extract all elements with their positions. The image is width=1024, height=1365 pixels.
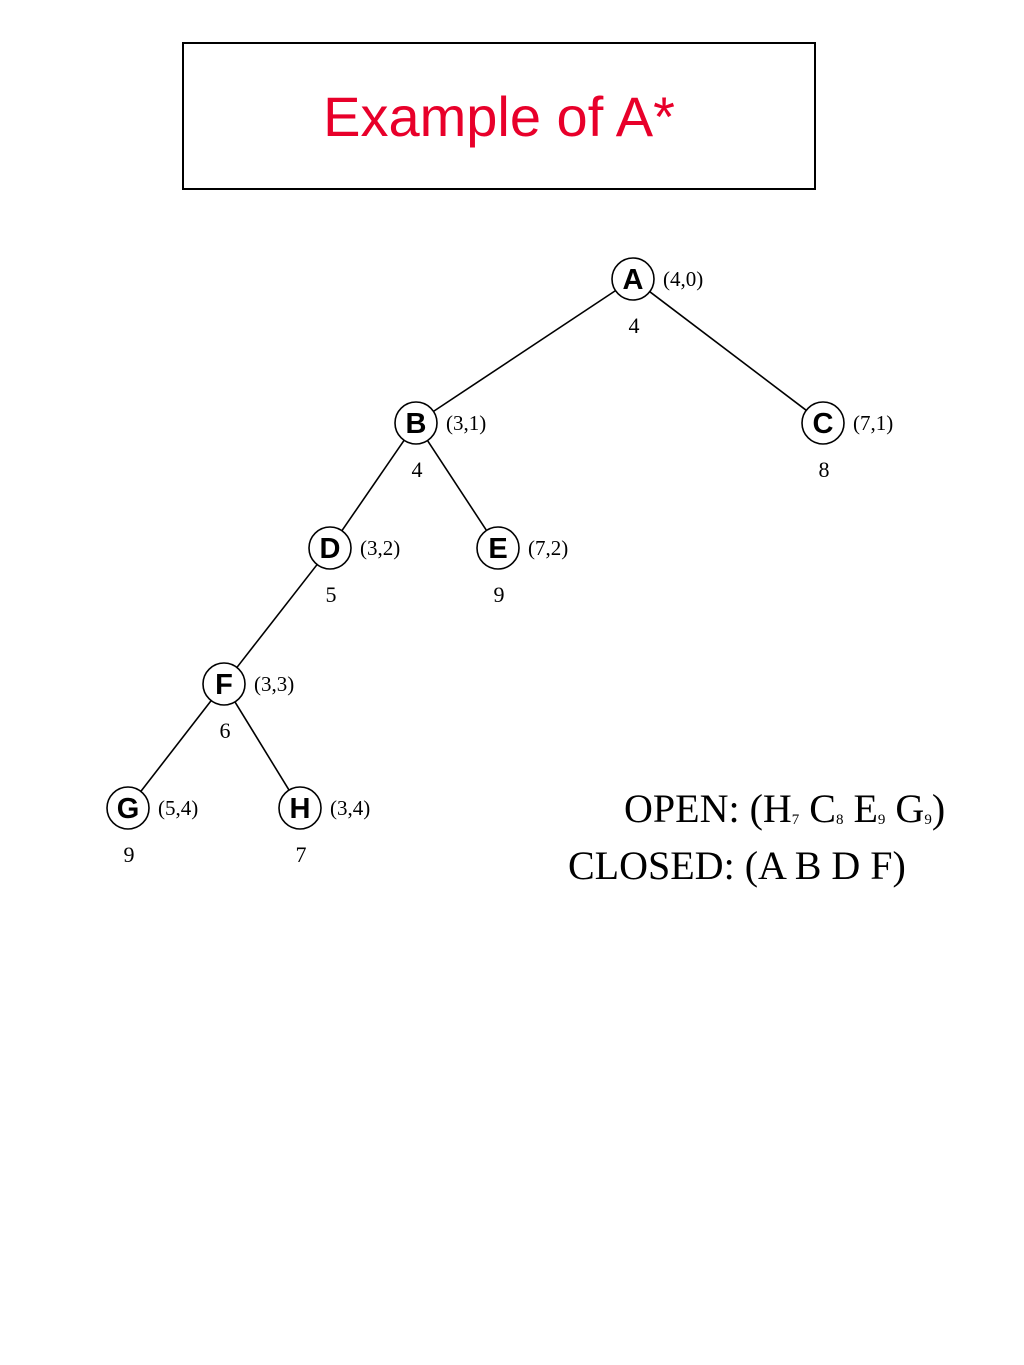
open-item: E9 xyxy=(853,786,886,831)
closed-list: CLOSED: (A B D F) xyxy=(568,843,906,888)
node-label: E xyxy=(488,533,507,565)
node-label: H xyxy=(290,793,311,825)
node-f-value: 9 xyxy=(494,582,505,607)
open-list-label: OPEN: xyxy=(624,786,740,831)
tree-edges xyxy=(140,289,807,792)
edge-F-G xyxy=(140,700,212,792)
node-F: F (3,3) 6 xyxy=(202,662,294,743)
node-circle xyxy=(611,257,655,301)
node-cost-pair: (5,4) xyxy=(158,796,198,820)
node-f-value: 5 xyxy=(326,582,337,607)
node-cost-pair: (3,2) xyxy=(360,536,400,560)
open-item: H7 xyxy=(762,786,800,831)
node-f-value: 6 xyxy=(220,718,231,743)
node-cost-pair: (7,2) xyxy=(528,536,568,560)
node-label: A xyxy=(623,264,644,296)
tree-nodes: A(4,0)4B(3,1)4C(7,1)8D(3,2)5E(7,2)9F(3,3… xyxy=(106,257,893,867)
title-box: Example of A* xyxy=(182,42,816,190)
node-f-value: 4 xyxy=(629,313,640,338)
node-H: H (3,4) 7 xyxy=(278,786,370,867)
edge-B-E xyxy=(426,440,488,531)
node-C: C (7,1) 8 xyxy=(801,401,893,482)
node-circle xyxy=(476,526,520,570)
closed-item: B xyxy=(794,843,822,888)
node-circle xyxy=(394,401,438,445)
page-title: Example of A* xyxy=(323,84,675,148)
closed-item: A xyxy=(758,843,785,888)
node-f-value: 8 xyxy=(819,457,830,482)
edge-A-B xyxy=(433,289,616,413)
node-E: E (7,2) 9 xyxy=(476,526,568,607)
node-cost-pair: (3,1) xyxy=(446,411,486,435)
node-f-value: 4 xyxy=(412,457,423,482)
edge-A-C xyxy=(649,291,807,411)
node-label: D xyxy=(320,533,341,565)
node-B: B (3,1) 4 xyxy=(394,401,486,482)
closed-item: F xyxy=(870,843,893,888)
node-cost-pair: (7,1) xyxy=(853,411,893,435)
node-f-value: 9 xyxy=(124,842,135,867)
node-label: F xyxy=(215,669,233,701)
open-item: C8 xyxy=(809,786,844,831)
node-circle xyxy=(202,662,246,706)
node-f-value: 7 xyxy=(296,842,307,867)
edge-F-H xyxy=(234,701,290,791)
node-cost-pair: (3,3) xyxy=(254,672,294,696)
node-G: G (5,4) 9 xyxy=(106,786,198,867)
node-circle xyxy=(278,786,322,830)
node-label: G xyxy=(117,793,140,825)
node-cost-pair: (4,0) xyxy=(663,267,703,291)
node-D: D (3,2) 5 xyxy=(308,526,400,607)
node-circle xyxy=(106,786,150,830)
edge-D-F xyxy=(236,564,318,668)
closed-list-label: CLOSED: xyxy=(568,843,735,888)
edge-B-D xyxy=(341,439,405,532)
open-list: OPEN: (H7 C8 E9 G9) xyxy=(624,786,946,831)
closed-item: D xyxy=(831,843,861,888)
node-label: C xyxy=(813,408,834,440)
node-cost-pair: (3,4) xyxy=(330,796,370,820)
open-item: G9 xyxy=(895,786,932,831)
node-circle xyxy=(801,401,845,445)
node-A: A (4,0) 4 xyxy=(611,257,703,338)
node-circle xyxy=(308,526,352,570)
node-label: B xyxy=(406,408,427,440)
